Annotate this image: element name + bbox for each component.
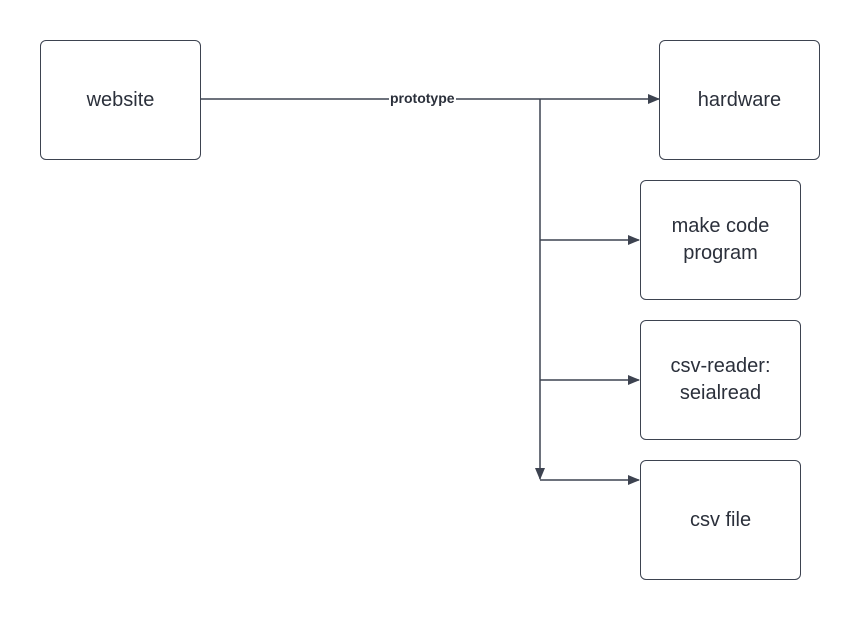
node-website-label: website bbox=[86, 88, 155, 111]
edge-label-prototype: prototype bbox=[389, 90, 456, 106]
node-csv-reader[interactable]: csv-reader: seialread bbox=[640, 320, 801, 440]
node-csv-file[interactable]: csv file bbox=[640, 460, 801, 580]
node-csv-file-label: csv file bbox=[689, 508, 752, 531]
node-make-code-program[interactable]: make code program bbox=[640, 180, 801, 300]
node-website[interactable]: website bbox=[40, 40, 201, 160]
node-make-code-program-label: make code program bbox=[671, 215, 770, 264]
node-hardware[interactable]: hardware bbox=[659, 40, 820, 160]
node-csv-reader-label: csv-reader: seialread bbox=[670, 355, 771, 404]
node-hardware-label: hardware bbox=[697, 88, 782, 111]
